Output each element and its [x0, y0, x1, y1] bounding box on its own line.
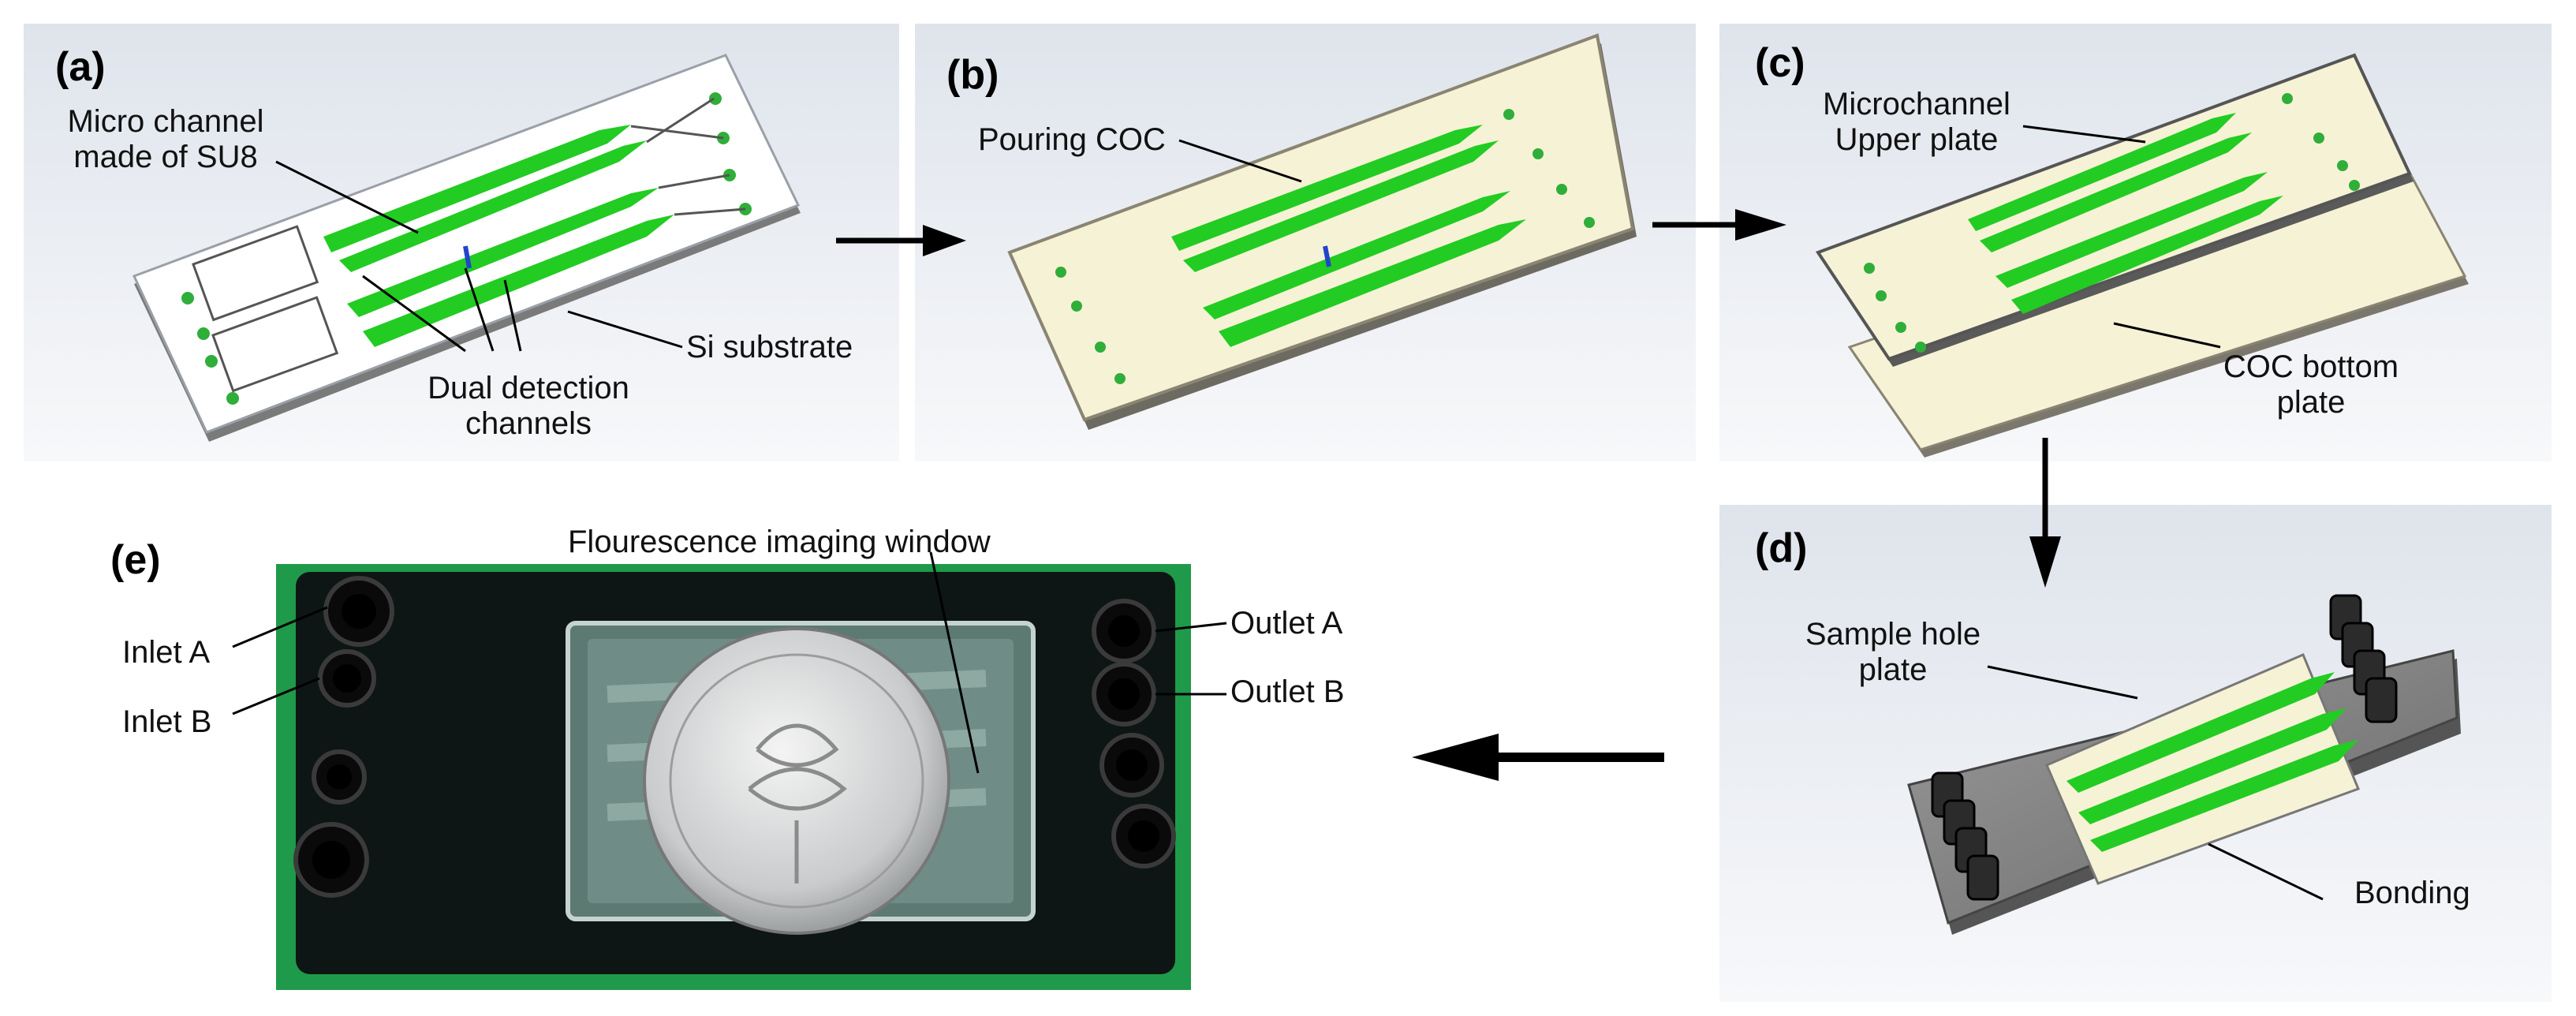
- label-outlet-a: Outlet A: [1230, 606, 1343, 641]
- label-dual-detection-line2: channels: [465, 405, 592, 441]
- arrow-c-to-d: [2029, 438, 2061, 588]
- panel-d-chip: [1907, 594, 2461, 935]
- panel-a-chip: [132, 54, 801, 442]
- label-bottom-line2: plate: [2276, 384, 2346, 420]
- label-micro-channel-line1: Micro channel: [67, 104, 264, 139]
- label-outlet-b: Outlet B: [1230, 674, 1345, 709]
- label-upper-line2: Upper plate: [1835, 121, 1999, 157]
- leader-lines: [232, 125, 2324, 901]
- label-bonding: Bonding: [2354, 876, 2470, 910]
- panel-d-tag: (d): [1755, 525, 1808, 571]
- arrow-a-to-b: [836, 225, 966, 256]
- arrow-d-to-e: [1412, 734, 1664, 781]
- label-upper-line1: Microchannel: [1823, 87, 2010, 121]
- arrow-b-to-c: [1652, 209, 1786, 241]
- panel-b-chip: [1007, 33, 1637, 430]
- label-imaging-window: Flourescence imaging window: [568, 525, 991, 559]
- label-inlet-b: Inlet B: [122, 704, 212, 739]
- label-micro-channel: Micro channel made of SU8: [43, 104, 288, 175]
- label-micro-channel-line2: made of SU8: [73, 139, 258, 174]
- panel-e-photo: [276, 564, 1191, 990]
- panel-c-tag: (c): [1755, 40, 1805, 86]
- label-sample-line1: Sample hole: [1805, 617, 1981, 652]
- label-si-substrate: Si substrate: [686, 330, 853, 364]
- panel-e-tag: (e): [110, 537, 161, 583]
- panel-b-tag: (b): [946, 52, 999, 98]
- label-coc-bottom-plate: COC bottom plate: [2208, 349, 2414, 420]
- label-dual-detection-line1: Dual detection: [427, 371, 629, 405]
- label-bottom-line1: COC bottom: [2223, 349, 2399, 384]
- panel-a-tag: (a): [55, 44, 106, 90]
- panel-c-chip: [1815, 53, 2469, 458]
- label-sample-hole-plate: Sample hole plate: [1790, 617, 1995, 688]
- label-dual-detection: Dual detection channels: [410, 371, 647, 442]
- label-pouring-coc: Pouring COC: [978, 122, 1166, 157]
- label-inlet-a: Inlet A: [122, 635, 211, 670]
- label-sample-line2: plate: [1858, 652, 1928, 687]
- label-microchannel-upper-plate: Microchannel Upper plate: [1806, 87, 2027, 158]
